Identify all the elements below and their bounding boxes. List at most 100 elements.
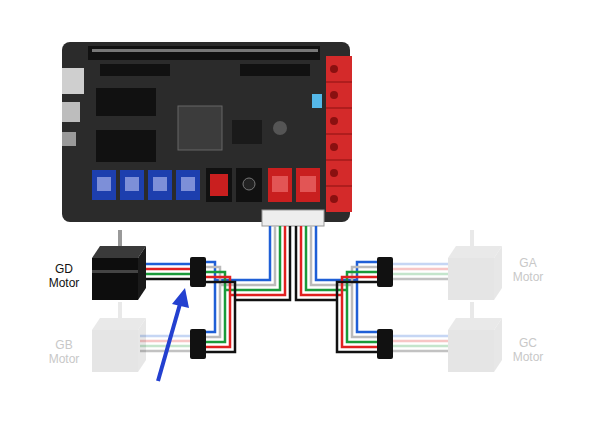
control-board <box>62 42 352 226</box>
control-board-part <box>62 132 76 146</box>
control-board-part <box>148 170 172 200</box>
motor-label-node: GB Motor <box>40 338 88 366</box>
control-board-part <box>273 121 287 135</box>
control-board-part <box>120 170 144 200</box>
control-board-part <box>125 177 139 191</box>
control-board-part <box>330 65 338 73</box>
control-board-part <box>326 108 352 109</box>
control-board-part <box>326 56 352 212</box>
control-board-part <box>243 178 255 190</box>
motor-label-node: GA Motor <box>504 256 552 284</box>
control-board-part <box>262 210 324 226</box>
faded-stepper-motor-part <box>494 318 502 372</box>
control-board-part <box>296 168 320 202</box>
pointer-arrow <box>158 288 189 381</box>
stepper-motor-part <box>92 270 138 273</box>
faded-stepper-motor-part <box>138 318 146 372</box>
pointer-arrow-part <box>172 288 189 308</box>
control-board-part <box>88 46 320 60</box>
control-board-part <box>62 42 350 222</box>
control-board-part <box>96 130 156 162</box>
motor-name: GD Motor <box>40 262 88 290</box>
control-board-part <box>62 68 84 94</box>
control-board-part <box>272 176 288 192</box>
control-board-part <box>62 102 80 122</box>
motor-label-node: GD Motor <box>40 262 88 290</box>
wire-bundle-part <box>205 226 285 347</box>
faded-stepper-motor-part <box>448 318 502 330</box>
pointer-arrow-part <box>158 304 180 381</box>
control-board-part <box>330 169 338 177</box>
motor-name: GC Motor <box>504 336 552 364</box>
motor-leads-part-part <box>390 340 448 343</box>
faded-stepper-motor-part <box>92 330 138 372</box>
control-board-part <box>330 117 338 125</box>
motor-leads-part-part <box>390 263 448 266</box>
control-board-part <box>326 82 352 83</box>
control-board-part <box>97 177 111 191</box>
motor-leads-part <box>140 278 192 281</box>
faded-stepper-motor <box>92 230 502 372</box>
control-board-part <box>92 170 116 200</box>
motor-leads-part <box>140 273 192 276</box>
control-board-part <box>96 88 156 116</box>
faded-stepper-motor-part <box>448 258 494 300</box>
control-board-part <box>236 168 262 202</box>
control-board-part <box>153 177 167 191</box>
motor-leads-part-part <box>140 340 192 343</box>
wire-connector-part <box>377 257 393 287</box>
stepper-motor-part <box>92 246 146 258</box>
control-board-part <box>330 91 338 99</box>
motor-leads-part-part <box>390 278 448 281</box>
motor-leads-part <box>140 264 448 351</box>
control-board-part <box>176 170 200 200</box>
wire-connector-part <box>190 257 206 287</box>
wire-connector-part <box>190 329 206 359</box>
wire-connector <box>190 257 393 359</box>
wire-bundle-part <box>205 226 270 332</box>
control-board-part <box>300 176 316 192</box>
motor-name: GA Motor <box>504 256 552 284</box>
motor-leads-part-part <box>390 350 448 353</box>
faded-stepper-motor-part <box>448 246 502 258</box>
control-board-part <box>181 177 195 191</box>
control-board-part <box>330 195 338 203</box>
control-board-part <box>326 134 352 135</box>
stepper-motor <box>92 230 146 300</box>
faded-stepper-motor-part <box>92 318 146 330</box>
motor-leads-part-part <box>390 273 448 276</box>
control-board-part <box>232 120 262 144</box>
control-board-part <box>326 186 352 187</box>
motor-leads-part-part <box>390 335 448 338</box>
stepper-motor-part <box>92 258 138 300</box>
wire-bundle-part <box>296 226 378 352</box>
control-board-part <box>92 49 318 52</box>
motor-leads-part <box>140 263 192 266</box>
control-board-part <box>312 94 322 108</box>
control-board-part <box>326 160 352 161</box>
motor-leads-part-part <box>390 268 448 271</box>
faded-stepper-motor-part <box>448 330 494 372</box>
motor-leads <box>140 264 448 351</box>
motor-leads-part-part <box>140 335 192 338</box>
motor-leads-part <box>140 268 192 271</box>
wire-bundle-part <box>205 226 280 342</box>
control-board-part <box>240 64 310 76</box>
motor-label-node: GC Motor <box>504 336 552 364</box>
motor-name: GB Motor <box>40 338 88 366</box>
control-board-part <box>330 143 338 151</box>
wire-bundle-part <box>301 226 378 347</box>
wire-bundle <box>205 226 378 352</box>
wire-connector-part <box>377 329 393 359</box>
control-board-part <box>178 106 222 150</box>
control-board-part <box>268 168 292 202</box>
control-board-part <box>206 168 232 202</box>
stepper-motor-part <box>138 246 146 300</box>
control-board-part <box>100 64 170 76</box>
faded-stepper-motor-part <box>494 246 502 300</box>
motor-leads-part-part <box>390 345 448 348</box>
control-board-part <box>210 174 228 196</box>
wire-bundle-part <box>205 226 290 352</box>
